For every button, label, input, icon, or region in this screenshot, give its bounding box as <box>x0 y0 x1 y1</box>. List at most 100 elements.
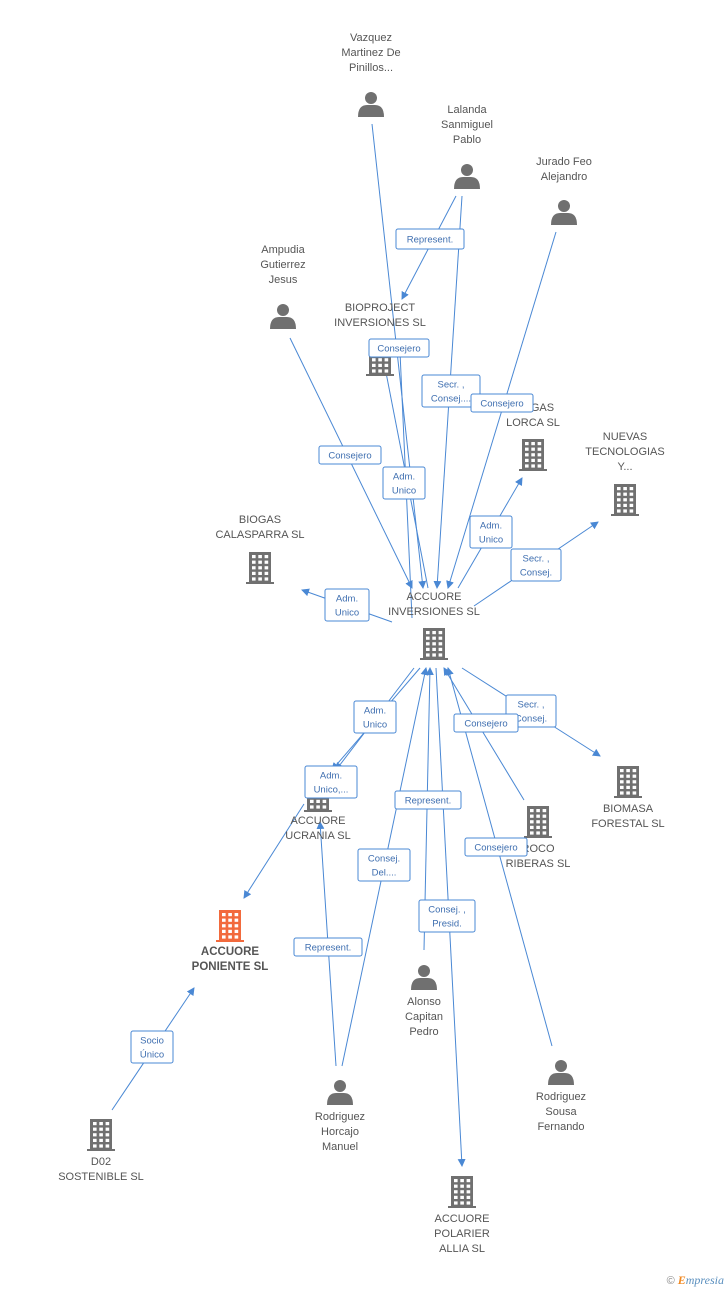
node-label: ALLIA SL <box>439 1243 485 1255</box>
edge-label-text: Unico,... <box>314 785 349 796</box>
edge-label-box <box>357 848 411 882</box>
building-icon <box>216 910 244 942</box>
node-label: ACCUORE <box>434 1213 489 1225</box>
node-label: RIBERAS SL <box>506 858 571 870</box>
node-label: PONIENTE SL <box>192 961 269 973</box>
node-label: ACCUORE <box>201 946 259 958</box>
edge-label-accuore_inv-to-bioproject[interactable]: Adm. Unico <box>382 466 426 500</box>
edge-label-box <box>382 466 426 500</box>
node-label: UCRANIA SL <box>285 830 350 842</box>
edge-label-rhorcajo-to-accuore_inv[interactable]: Consej.Del.... <box>357 848 411 882</box>
edge-ucrania-to-poniente <box>243 803 305 899</box>
edge-label-accuore_inv-to-ucrania[interactable]: Adm. Unico,... <box>304 765 358 799</box>
edge-label-text: Unico <box>335 608 359 619</box>
edge-label-text: Secr. , <box>523 554 550 565</box>
edge-label-text: Consejero <box>474 843 517 854</box>
node-label: Capitan <box>405 1011 443 1023</box>
edge-label-text: Consejero <box>480 399 523 410</box>
building-icon <box>420 628 448 660</box>
edge-label-text: Secr. , <box>518 700 545 711</box>
edge-label-text: Consejero <box>464 719 507 730</box>
edge-label-text: Adm. <box>336 594 358 605</box>
node-label: INVERSIONES SL <box>334 317 426 329</box>
node-label: Lalanda <box>447 104 487 116</box>
edge-label-accuore_inv-to-calasparra[interactable]: Adm. Unico <box>324 588 370 622</box>
empresia-logo[interactable]: Empresia <box>678 1273 724 1287</box>
edge-label-accuore_inv-to-bioproject[interactable]: Consejero <box>368 338 430 358</box>
edge-label-text: Unico <box>363 720 387 731</box>
edge-label-text: Consej.... <box>431 394 471 405</box>
node-label: LORCA SL <box>506 417 560 429</box>
edge-label-text: Consej. <box>520 568 552 579</box>
edge-label-box <box>293 937 363 957</box>
node-label: Pablo <box>453 134 481 146</box>
edge-label-text: Adm. <box>393 472 415 483</box>
node-poniente[interactable]: ACCUORE PONIENTE SL <box>192 910 269 973</box>
edge-label-text: Consej. <box>515 714 547 725</box>
person-icon <box>327 1080 353 1105</box>
edge-label-text: Unico <box>392 486 416 497</box>
edge-label-rhorcajo-to-ucrania[interactable]: Represent. <box>293 937 363 957</box>
node-label: TECNOLOGIAS <box>585 446 664 458</box>
brand-initial: E <box>677 1273 686 1287</box>
edge-label-box <box>464 837 528 857</box>
person-icon <box>270 304 296 329</box>
edge-label-lalanda-to-bioproject[interactable]: Represent. <box>395 228 465 250</box>
node-label: Sousa <box>545 1106 577 1118</box>
edge-label-roco-to-accuore_inv[interactable]: Consejero <box>453 713 519 733</box>
node-label: Pedro <box>409 1026 438 1038</box>
building-icon <box>448 1176 476 1208</box>
edge-label-accuore_inv-to-polarier[interactable]: Consej. ,Presid. <box>418 899 476 933</box>
node-label: Pinillos... <box>349 62 393 74</box>
edge-label-box <box>324 588 370 622</box>
node-label: POLARIER <box>434 1228 490 1240</box>
person-icon <box>411 965 437 990</box>
edge-label-lalanda-to-accuore_inv[interactable]: Secr. ,Consej.... <box>421 374 481 408</box>
node-nuevas[interactable]: NUEVASTECNOLOGIASY... <box>585 431 665 516</box>
node-label: Gutierrez <box>260 259 305 271</box>
node-label: Fernando <box>537 1121 584 1133</box>
person-icon <box>454 164 480 189</box>
edge-label-ampudia-to-accuore_inv[interactable]: Consejero <box>318 445 382 465</box>
edge-label-text: Adm. <box>320 771 342 782</box>
node-label: Vazquez <box>350 32 392 44</box>
edge-label-accuore_inv-to-biogaslorca[interactable]: Adm.Unico <box>469 515 513 549</box>
node-label: FORESTAL SL <box>591 818 664 830</box>
edge-label-rsousa-to-accuore_inv[interactable]: Consejero <box>464 837 528 857</box>
edge-label-text: Adm. <box>480 521 502 532</box>
node-polarier[interactable]: ACCUORE POLARIER ALLIA SL <box>434 1176 490 1255</box>
edge-label-accuore_inv-to-nuevas[interactable]: Secr. , Consej. <box>510 548 562 582</box>
footer-credit: © Empresia <box>667 1273 724 1288</box>
node-label: ACCUORE <box>290 815 345 827</box>
node-label: BIOPROJECT <box>345 302 416 314</box>
edge-label-text: Consejero <box>377 344 420 355</box>
edge-label-box <box>318 445 382 465</box>
edge-label-box <box>469 515 513 549</box>
edge-label-accuore_inv-to-biomasa[interactable]: Secr. , Consej. <box>505 694 557 728</box>
edge-label-box <box>453 713 519 733</box>
node-label: Alonso <box>407 996 441 1008</box>
edge-label-accuore_inv-to-ucrania[interactable]: Adm.Unico <box>353 700 397 734</box>
edge-label-text: Represent. <box>407 235 453 246</box>
building-icon <box>611 484 639 516</box>
edge-label-alonso-to-accuore_inv[interactable]: Represent. <box>394 790 462 810</box>
edge-label-box <box>395 228 465 250</box>
node-label: ACCUORE <box>406 591 461 603</box>
edge-label-jurado-to-accuore_inv[interactable]: Consejero <box>470 393 534 413</box>
edge-label-text: Represent. <box>405 796 451 807</box>
edge-label-text: Presid. <box>432 919 462 930</box>
